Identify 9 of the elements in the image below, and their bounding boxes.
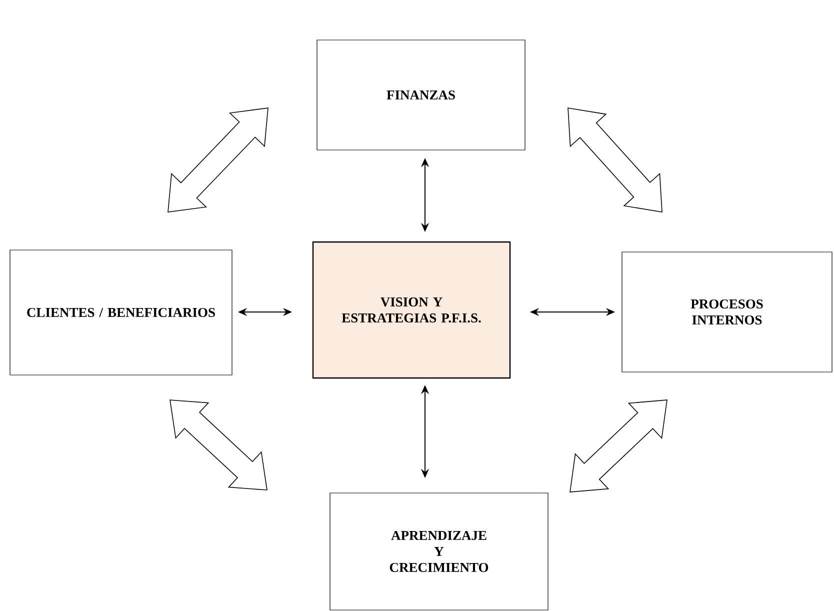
block-arrow [170, 400, 268, 490]
box: APRENDIZAJE Y CRECIMIENTO [330, 492, 548, 610]
box: VISION Y ESTRATEGIAS P.F.I.S. [312, 241, 511, 379]
box: PROCESOS INTERNOS [622, 252, 832, 372]
block-arrow [568, 108, 662, 212]
block-arrow [168, 108, 268, 212]
block-arrow [570, 400, 668, 492]
box: FINANZAS [316, 40, 526, 150]
box: CLIENTES / BENEFICIARIOS [10, 250, 232, 376]
